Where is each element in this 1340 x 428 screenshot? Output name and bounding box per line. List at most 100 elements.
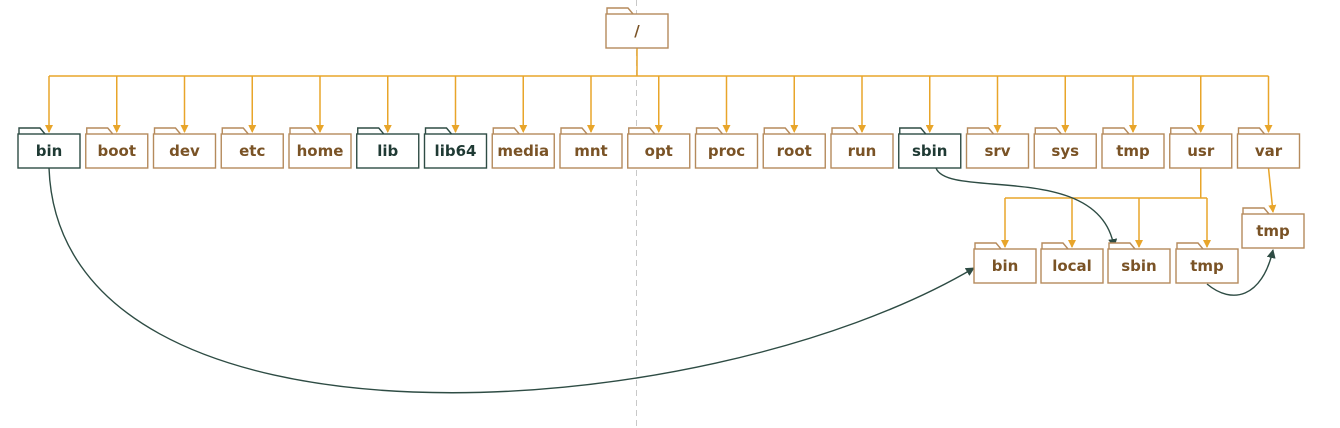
node-label: media bbox=[497, 142, 549, 160]
folder-tab-icon bbox=[153, 127, 182, 135]
folder-tab-icon bbox=[560, 127, 588, 135]
folder-icon bbox=[1107, 248, 1171, 284]
node-mnt[interactable]: mnt bbox=[559, 127, 623, 169]
folder-icon bbox=[1101, 133, 1165, 169]
node-usr-sbin[interactable]: sbin bbox=[1107, 242, 1171, 284]
folder-tab-icon bbox=[763, 127, 791, 135]
folder-icon bbox=[152, 133, 217, 169]
edge-layer bbox=[45, 48, 1277, 248]
node-run[interactable]: run bbox=[830, 127, 894, 169]
node-home[interactable]: home bbox=[288, 127, 352, 169]
folder-tab-icon bbox=[899, 127, 927, 135]
node-root[interactable]: root bbox=[762, 127, 826, 169]
folder-tab-icon bbox=[18, 127, 46, 135]
node-label: mnt bbox=[574, 142, 607, 160]
folder-tab-icon bbox=[1041, 242, 1069, 250]
folder-icon bbox=[694, 133, 759, 169]
node-sys[interactable]: sys bbox=[1033, 127, 1097, 169]
node-sbin[interactable]: sbin bbox=[898, 127, 962, 169]
node-root[interactable]: / bbox=[605, 7, 669, 49]
symlink-bin-to-usr-bin bbox=[48, 167, 975, 394]
folder-icon bbox=[1241, 213, 1305, 249]
node-label: home bbox=[297, 142, 344, 160]
node-dev[interactable]: dev bbox=[152, 127, 217, 169]
folder-tab-icon bbox=[357, 127, 385, 135]
node-usr[interactable]: usr bbox=[1169, 127, 1233, 169]
node-usr-tmp[interactable]: tmp bbox=[1175, 242, 1239, 284]
node-label: / bbox=[634, 22, 640, 40]
folder-icon bbox=[965, 133, 1030, 169]
folder-tab-icon bbox=[628, 127, 656, 135]
folder-icon bbox=[898, 133, 962, 169]
node-label: var bbox=[1255, 142, 1283, 160]
folder-icon bbox=[220, 133, 284, 169]
folder-tab-icon bbox=[1176, 242, 1204, 250]
node-label: usr bbox=[1187, 142, 1215, 160]
folder-tab-icon bbox=[1237, 127, 1266, 135]
folder-tab-icon bbox=[831, 127, 859, 135]
folder-icon bbox=[762, 133, 826, 169]
node-label: local bbox=[1052, 257, 1092, 275]
folder-icon bbox=[1040, 248, 1104, 284]
folder-tab-icon bbox=[1170, 127, 1198, 135]
folder-tab-icon bbox=[1108, 242, 1136, 250]
folder-icon bbox=[559, 133, 623, 169]
node-label: tmp bbox=[1256, 222, 1290, 240]
node-label: proc bbox=[708, 142, 745, 160]
node-label: sbin bbox=[1121, 257, 1157, 275]
node-bin[interactable]: bin bbox=[17, 127, 81, 169]
folder-icon bbox=[491, 133, 555, 169]
folder-tab-icon bbox=[424, 127, 453, 135]
node-label: sys bbox=[1051, 142, 1079, 160]
node-usr-local[interactable]: local bbox=[1040, 242, 1104, 284]
folder-icon bbox=[423, 133, 488, 169]
folder-icon bbox=[1175, 248, 1239, 284]
folder-icon bbox=[1169, 133, 1233, 169]
folder-tab-icon bbox=[966, 127, 995, 135]
node-label: bin bbox=[992, 257, 1019, 275]
folder-icon bbox=[627, 133, 691, 169]
folder-tab-icon bbox=[1102, 127, 1130, 135]
folder-icon bbox=[973, 248, 1037, 284]
node-lib[interactable]: lib bbox=[356, 127, 420, 169]
folder-icon bbox=[85, 133, 149, 169]
node-label: dev bbox=[169, 142, 200, 160]
node-media[interactable]: media bbox=[491, 127, 555, 169]
node-opt[interactable]: opt bbox=[627, 127, 691, 169]
node-tmp[interactable]: tmp bbox=[1101, 127, 1165, 169]
node-proc[interactable]: proc bbox=[694, 127, 759, 169]
folder-tab-icon bbox=[86, 127, 114, 135]
node-usr-bin[interactable]: bin bbox=[973, 242, 1037, 284]
folder-tab-icon bbox=[695, 127, 724, 135]
folder-icon bbox=[1033, 133, 1097, 169]
node-label: srv bbox=[984, 142, 1010, 160]
symlink-layer bbox=[48, 167, 1276, 394]
edge-var-to-var-tmp bbox=[1267, 167, 1277, 213]
folder-icon bbox=[830, 133, 894, 169]
node-srv[interactable]: srv bbox=[965, 127, 1030, 169]
node-label: etc bbox=[239, 142, 265, 160]
folder-icon bbox=[288, 133, 352, 169]
symlink-usr-tmp-to-var-tmp bbox=[1206, 249, 1276, 296]
node-label: lib bbox=[377, 142, 398, 160]
node-var-tmp[interactable]: tmp bbox=[1241, 207, 1305, 249]
folder-icon bbox=[17, 133, 81, 169]
folder-tab-icon bbox=[1034, 127, 1062, 135]
node-label: lib64 bbox=[435, 142, 477, 160]
node-label: root bbox=[777, 142, 812, 160]
folder-tab-icon bbox=[1242, 207, 1270, 215]
folder-icon bbox=[356, 133, 420, 169]
node-label: tmp bbox=[1116, 142, 1150, 160]
node-label: sbin bbox=[912, 142, 948, 160]
folder-tab-icon bbox=[606, 7, 634, 15]
node-label: opt bbox=[645, 142, 673, 160]
node-etc[interactable]: etc bbox=[220, 127, 284, 169]
folder-tab-icon bbox=[221, 127, 249, 135]
symlink-sbin-to-usr-sbin bbox=[935, 167, 1118, 248]
node-var[interactable]: var bbox=[1236, 127, 1301, 169]
node-lib64[interactable]: lib64 bbox=[423, 127, 488, 169]
node-boot[interactable]: boot bbox=[85, 127, 149, 169]
